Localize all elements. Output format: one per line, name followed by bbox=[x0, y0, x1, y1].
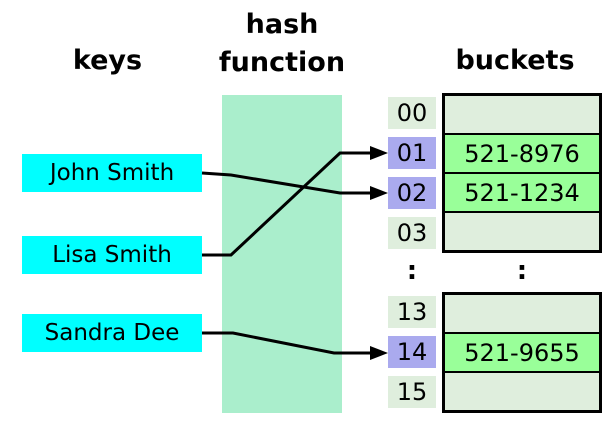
index-ellipsis-colon: : bbox=[406, 256, 418, 286]
bucket-index-15: 15 bbox=[388, 376, 436, 408]
bucket-table-upper: 521-8976 521-1234 bbox=[442, 93, 602, 253]
arrowhead-14 bbox=[370, 346, 388, 360]
bucket-index-03: 03 bbox=[388, 217, 436, 249]
key-label: Sandra Dee bbox=[44, 320, 180, 346]
bucket-row-02: 521-1234 bbox=[445, 174, 599, 213]
bucket-row-01: 521-8976 bbox=[445, 135, 599, 174]
bucket-ellipsis-colon: : bbox=[516, 256, 528, 286]
header-hash-function: hash function bbox=[200, 6, 364, 82]
key-box-lisa-smith: Lisa Smith bbox=[22, 236, 202, 274]
header-keys: keys bbox=[72, 45, 143, 76]
key-label: Lisa Smith bbox=[52, 242, 172, 268]
header-buckets: buckets bbox=[455, 45, 575, 76]
bucket-row-13 bbox=[445, 295, 599, 334]
bucket-row-14: 521-9655 bbox=[445, 334, 599, 373]
bucket-index-13: 13 bbox=[388, 296, 436, 328]
bucket-index-00: 00 bbox=[388, 97, 436, 129]
key-box-sandra-dee: Sandra Dee bbox=[22, 314, 202, 352]
bucket-index-14: 14 bbox=[388, 336, 436, 368]
bucket-index-02: 02 bbox=[388, 177, 436, 209]
bucket-row-15 bbox=[445, 373, 599, 410]
header-hash-function-line1: hash bbox=[245, 9, 319, 40]
bucket-index-01: 01 bbox=[388, 137, 436, 169]
header-hash-function-line2: function bbox=[218, 47, 346, 78]
key-box-john-smith: John Smith bbox=[22, 154, 202, 192]
bucket-row-03 bbox=[445, 213, 599, 250]
bucket-row-00 bbox=[445, 96, 599, 135]
arrowhead-02 bbox=[370, 186, 388, 200]
hash-function-box bbox=[222, 95, 342, 413]
arrowhead-01 bbox=[370, 146, 388, 160]
key-label: John Smith bbox=[49, 160, 175, 186]
bucket-table-lower: 521-9655 bbox=[442, 292, 602, 413]
